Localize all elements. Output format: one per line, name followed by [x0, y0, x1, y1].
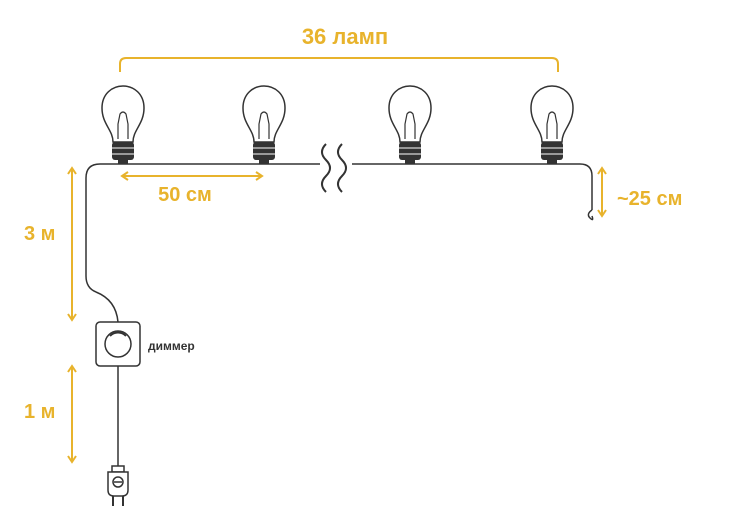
bulb-icon — [388, 85, 432, 165]
plug-cord-length-label: 1 м — [24, 401, 55, 423]
tail-length-label: ~25 см — [617, 188, 682, 210]
lamp-count-label: 36 ламп — [302, 24, 388, 49]
cable-to-dimmer — [95, 291, 119, 323]
lamp-count-bracket — [119, 57, 559, 72]
main-cable-left — [85, 163, 320, 293]
cable-end-icon — [587, 209, 594, 221]
plug-cord-length-arrow — [67, 364, 77, 464]
dimmer-knob-icon — [95, 321, 141, 367]
bulb-icon — [101, 85, 145, 165]
lead-length-arrow — [67, 166, 77, 322]
cable-break-icon — [321, 143, 347, 193]
bulb-icon — [242, 85, 286, 165]
bulb-spacing-arrow — [120, 171, 264, 181]
bulb-spacing-label: 50 см — [158, 184, 212, 206]
main-cable-right — [352, 163, 593, 210]
tail-length-arrow — [597, 166, 607, 218]
dimmer-label: диммер — [148, 339, 195, 353]
plug-icon — [107, 465, 129, 506]
bulb-icon — [530, 85, 574, 165]
lead-length-label: 3 м — [24, 223, 55, 245]
